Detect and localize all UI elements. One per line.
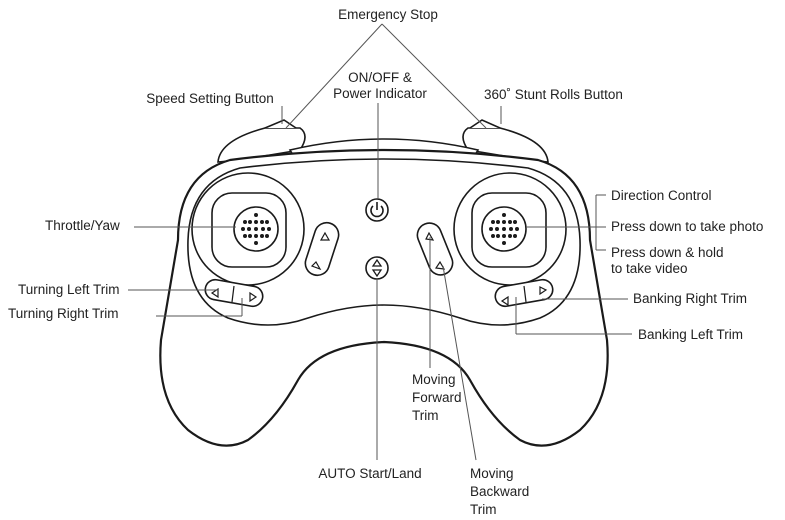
label-moving-forward-3: Trim bbox=[412, 408, 439, 423]
label-banking-right-trim: Banking Right Trim bbox=[633, 291, 747, 306]
label-turning-left-trim: Turning Left Trim bbox=[18, 282, 120, 297]
auto-start-land-button[interactable] bbox=[365, 256, 389, 280]
label-stunt-rolls: 360˚ Stunt Rolls Button bbox=[484, 87, 623, 102]
label-moving-backward-2: Backward bbox=[470, 484, 529, 499]
stunt-button-cap bbox=[469, 119, 501, 129]
banking-right-arrow-icon bbox=[539, 286, 548, 296]
label-on-off-2: Power Indicator bbox=[333, 86, 427, 101]
label-direction-control: Direction Control bbox=[611, 188, 712, 203]
label-moving-forward-1: Moving bbox=[412, 372, 456, 387]
power-icon bbox=[370, 205, 384, 218]
left-vertical-trim-rocker[interactable] bbox=[302, 220, 342, 279]
turning-left-arrow-icon bbox=[210, 287, 219, 299]
turning-right-arrow-icon bbox=[249, 291, 258, 303]
moving-trim-rocker[interactable] bbox=[414, 219, 456, 278]
turning-trim-rocker[interactable] bbox=[204, 278, 265, 308]
label-moving-forward-2: Forward bbox=[412, 390, 462, 405]
label-on-off-1: ON/OFF & bbox=[348, 70, 412, 85]
label-banking-left-trim: Banking Left Trim bbox=[638, 327, 743, 342]
banking-left-arrow-icon bbox=[500, 295, 509, 307]
label-throttle-yaw: Throttle/Yaw bbox=[45, 218, 120, 233]
speed-button-cap bbox=[264, 119, 297, 129]
up-down-arrows-icon bbox=[371, 258, 383, 278]
label-take-video-1: Press down & hold bbox=[611, 245, 724, 260]
label-emergency-stop: Emergency Stop bbox=[338, 7, 438, 22]
label-take-video-2: to take video bbox=[611, 261, 688, 276]
label-moving-backward-3: Trim bbox=[470, 502, 497, 517]
right-thumbstick-icon[interactable] bbox=[481, 206, 527, 252]
speed-setting-bumper[interactable] bbox=[217, 127, 306, 163]
backward-trim-arrow-icon bbox=[434, 260, 446, 270]
label-speed-setting: Speed Setting Button bbox=[146, 91, 274, 106]
power-button[interactable] bbox=[365, 198, 389, 222]
controller-body bbox=[159, 119, 609, 447]
callout-lines bbox=[128, 23, 632, 461]
banking-trim-rocker[interactable] bbox=[494, 278, 555, 308]
label-take-photo: Press down to take photo bbox=[611, 219, 763, 234]
labels: Emergency Stop ON/OFF & Power Indicator … bbox=[8, 7, 763, 517]
label-turning-right-trim: Turning Right Trim bbox=[8, 306, 119, 321]
stunt-rolls-bumper[interactable] bbox=[462, 127, 549, 163]
left-thumbstick-icon[interactable] bbox=[233, 206, 279, 252]
label-moving-backward-1: Moving bbox=[470, 466, 514, 481]
label-auto-start-land: AUTO Start/Land bbox=[318, 466, 421, 481]
